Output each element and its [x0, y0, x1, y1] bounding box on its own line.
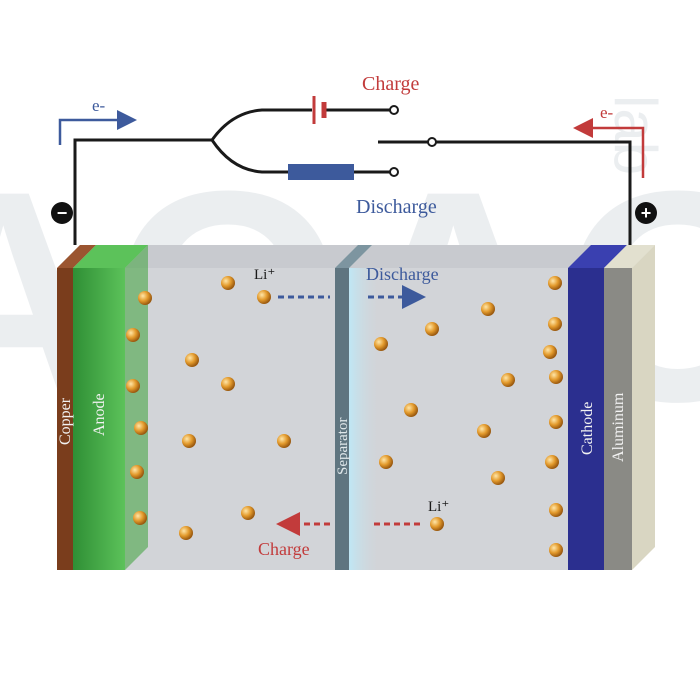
anode-label: Anode	[91, 393, 108, 436]
switch-pivot	[427, 137, 437, 147]
cathode-label: Cathode	[579, 402, 596, 455]
charge-branch-wire	[210, 108, 312, 141]
li-ion	[549, 370, 563, 384]
li-ion	[221, 276, 235, 290]
li-ion	[481, 302, 495, 316]
aluminum-foil	[604, 268, 632, 570]
anode	[73, 268, 125, 570]
discharge-terminal	[389, 167, 399, 177]
li-ion	[185, 353, 199, 367]
li-ion	[549, 415, 563, 429]
li-ion	[543, 345, 557, 359]
li-ion	[430, 517, 444, 531]
negative-wire	[73, 138, 212, 245]
li-ion	[477, 424, 491, 438]
aluminum-label: Aluminum	[610, 392, 627, 462]
li-ion	[277, 434, 291, 448]
charge-terminal	[389, 105, 399, 115]
li-ion	[501, 373, 515, 387]
li-ion	[134, 421, 148, 435]
electron-label-left: e-	[92, 96, 106, 115]
discharge-label: Discharge	[356, 196, 437, 218]
external-circuit	[73, 108, 632, 245]
li-ion	[404, 403, 418, 417]
positive-symbol: +	[641, 203, 652, 223]
separator-glow	[349, 268, 379, 570]
discharge-arrow-label: Discharge	[366, 264, 439, 284]
li-ion	[549, 543, 563, 557]
positive-wire	[432, 140, 632, 245]
cathode	[568, 268, 604, 570]
discharge-branch-wire	[210, 139, 290, 174]
negative-symbol: −	[57, 203, 68, 223]
cell-body	[57, 245, 655, 570]
li-ion	[545, 455, 559, 469]
li-ion	[130, 465, 144, 479]
load-resistor	[288, 164, 354, 180]
lithium-ions	[126, 276, 563, 557]
li-ion	[221, 377, 235, 391]
li-ion	[182, 434, 196, 448]
li-ion	[179, 526, 193, 540]
li-ion	[379, 455, 393, 469]
separator	[335, 268, 349, 570]
li-ion	[126, 379, 140, 393]
li-ion-label-bottom: Li⁺	[428, 499, 449, 515]
electron-label-right: e-	[600, 103, 614, 122]
li-ion	[548, 276, 562, 290]
li-ion	[548, 317, 562, 331]
negative-terminal	[51, 202, 73, 224]
li-ion-label-top: Li⁺	[254, 267, 275, 283]
li-ion	[133, 511, 147, 525]
li-ion	[491, 471, 505, 485]
li-ion	[425, 322, 439, 336]
copper-label: Copper	[57, 397, 74, 445]
charge-arrow-label: Charge	[258, 539, 310, 559]
li-ion	[138, 291, 152, 305]
positive-terminal	[635, 202, 657, 224]
li-ion	[126, 328, 140, 342]
aluminum-side	[632, 245, 655, 570]
li-ion	[549, 503, 563, 517]
electron-arrow-left	[58, 110, 137, 145]
watermark-sub: lab	[602, 95, 669, 175]
charge-label: Charge	[362, 73, 420, 95]
li-ion	[374, 337, 388, 351]
li-ion	[257, 290, 271, 304]
separator-label: Separator	[335, 418, 351, 475]
copper-foil	[57, 268, 73, 570]
li-ion	[241, 506, 255, 520]
electron-arrow-right	[573, 118, 645, 178]
